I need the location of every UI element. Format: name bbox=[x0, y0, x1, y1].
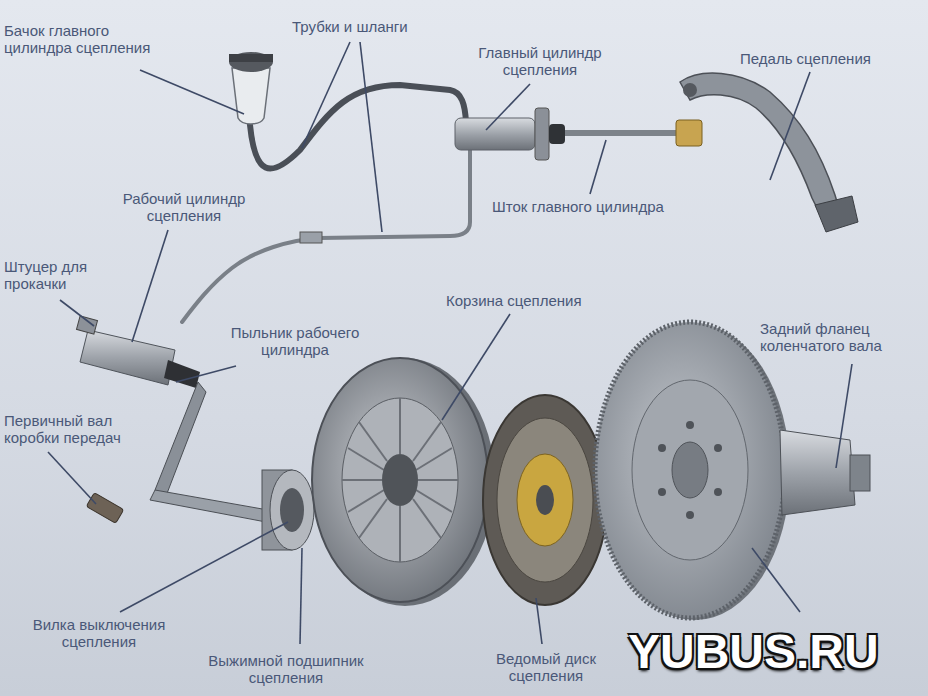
clutch-basket bbox=[359, 499, 387, 538]
master-cylinder bbox=[455, 108, 702, 160]
part-label: Рабочий цилиндр сцепления bbox=[98, 190, 270, 225]
reservoir bbox=[229, 54, 273, 62]
release-fork bbox=[150, 382, 268, 522]
release-fork bbox=[155, 382, 206, 496]
clutch-pedal bbox=[680, 73, 858, 232]
part-label: Главный цилиндр сцепления bbox=[465, 44, 615, 79]
release-bearing bbox=[262, 470, 314, 550]
flywheel bbox=[686, 421, 694, 429]
part-label: Корзина сцепления bbox=[446, 292, 582, 309]
flywheel bbox=[595, 322, 785, 618]
driven-disc bbox=[517, 454, 573, 546]
clutch-basket bbox=[312, 358, 488, 602]
leader-lines bbox=[120, 522, 288, 612]
clutch-basket bbox=[399, 398, 401, 454]
part-label: Ведомый диск сцепления bbox=[466, 650, 626, 685]
clutch-basket bbox=[342, 398, 458, 562]
leader-lines bbox=[176, 366, 236, 382]
flywheel bbox=[672, 442, 708, 498]
clutch-basket bbox=[382, 454, 418, 506]
flywheel bbox=[632, 380, 748, 560]
driven-disc bbox=[497, 418, 593, 582]
clutch-basket bbox=[413, 422, 441, 461]
flywheel bbox=[686, 511, 694, 519]
slave-cylinder bbox=[80, 330, 175, 385]
release-fork bbox=[150, 490, 268, 522]
driven-disc bbox=[536, 485, 554, 515]
leader-lines bbox=[48, 452, 96, 504]
driven-disc bbox=[483, 395, 607, 605]
leader-lines bbox=[536, 598, 542, 644]
part-label: Педаль сцепления bbox=[740, 50, 871, 67]
crankshaft-flange bbox=[780, 430, 870, 515]
leader-lines bbox=[442, 314, 510, 420]
crankshaft-flange bbox=[780, 430, 855, 515]
clutch-basket bbox=[348, 448, 384, 470]
hydraulic-lines bbox=[250, 85, 466, 169]
leader-lines bbox=[486, 84, 530, 130]
master-cylinder bbox=[455, 118, 535, 150]
reservoir bbox=[232, 68, 270, 124]
clutch-basket bbox=[348, 490, 384, 512]
reservoir bbox=[229, 52, 273, 124]
hydraulic-lines bbox=[300, 232, 322, 243]
leader-lines bbox=[770, 72, 810, 180]
slave-cylinder bbox=[76, 316, 200, 388]
clutch-basket bbox=[312, 358, 495, 606]
watermark: YUBUS.RU bbox=[628, 624, 879, 679]
flywheel bbox=[658, 488, 666, 496]
part-label: Первичный вал коробки передач bbox=[4, 412, 154, 447]
slave-cylinder bbox=[76, 316, 97, 334]
clutch-basket bbox=[416, 448, 452, 470]
clutch-basket bbox=[342, 479, 382, 481]
leader-lines bbox=[590, 140, 606, 194]
leader-lines bbox=[836, 364, 852, 468]
master-cylinder bbox=[676, 120, 702, 146]
part-label: Вилка выключения сцепления bbox=[4, 616, 194, 651]
leader-lines bbox=[132, 230, 168, 342]
part-label: Пыльник рабочего цилиндра bbox=[200, 324, 390, 359]
part-label: Трубки и шланги bbox=[292, 18, 408, 35]
flywheel bbox=[595, 322, 790, 620]
part-label: Выжимной подшипник сцепления bbox=[198, 652, 374, 687]
clutch-pedal bbox=[683, 83, 697, 97]
flywheel bbox=[714, 444, 722, 452]
part-label: Шток главного цилиндра bbox=[492, 198, 664, 215]
clutch-pedal bbox=[680, 73, 840, 218]
reservoir bbox=[229, 52, 273, 72]
part-label: Штуцер для прокачки bbox=[4, 258, 136, 293]
master-cylinder bbox=[565, 130, 680, 136]
flywheel bbox=[714, 488, 722, 496]
clutch-basket bbox=[359, 422, 387, 461]
slave-cylinder bbox=[164, 360, 200, 388]
input-shaft bbox=[86, 493, 123, 524]
flywheel bbox=[658, 421, 722, 519]
crankshaft-flange bbox=[850, 455, 870, 491]
hydraulic-lines bbox=[182, 150, 470, 322]
clutch-basket bbox=[413, 499, 441, 538]
leader-lines bbox=[360, 42, 382, 232]
master-cylinder bbox=[549, 124, 565, 144]
master-cylinder bbox=[535, 108, 549, 160]
input-shaft bbox=[86, 493, 123, 524]
clutch-pedal bbox=[815, 196, 858, 232]
part-label: Задний фланец коленчатого вала bbox=[760, 320, 924, 355]
clutch-basket bbox=[418, 479, 458, 481]
driven-disc bbox=[483, 395, 607, 605]
part-label: Бачок главного цилиндра сцепления bbox=[4, 22, 176, 57]
leader-lines bbox=[302, 42, 350, 148]
leader-lines bbox=[300, 548, 302, 644]
leader-lines bbox=[60, 300, 94, 326]
release-bearing bbox=[270, 470, 314, 550]
leader-lines bbox=[48, 42, 852, 644]
clutch-basket bbox=[342, 398, 458, 562]
leader-lines bbox=[140, 70, 244, 114]
clutch-basket bbox=[399, 506, 401, 562]
leader-lines bbox=[752, 548, 800, 612]
release-bearing bbox=[280, 488, 304, 532]
flywheel bbox=[658, 444, 666, 452]
clutch-basket bbox=[416, 490, 452, 512]
